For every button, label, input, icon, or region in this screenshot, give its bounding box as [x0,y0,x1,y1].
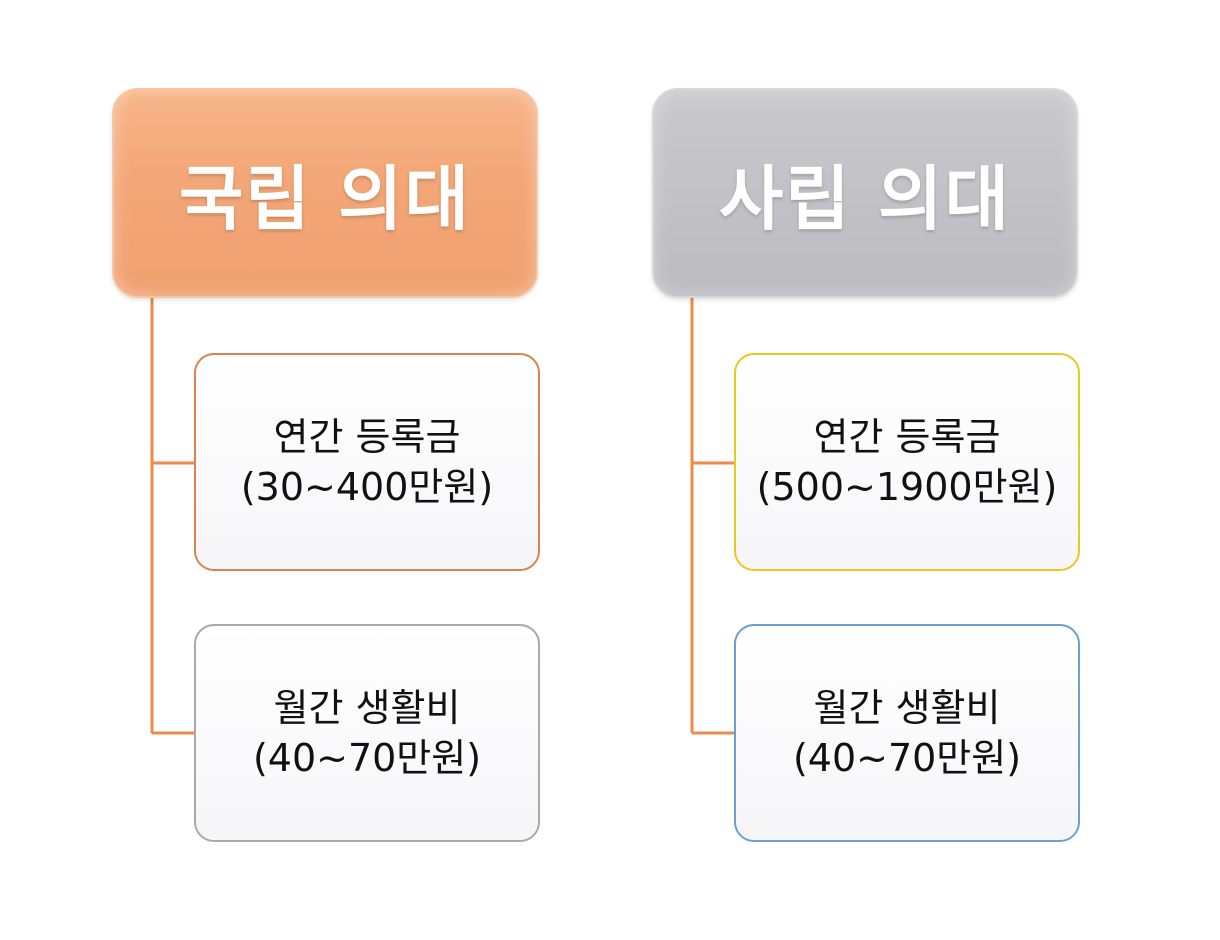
private-living-label: 월간 생활비 [813,686,1001,730]
private-tuition-box: 연간 등록금 (500~1900만원) [734,353,1080,571]
private-connector [690,298,734,735]
private-tuition-range: (500~1900만원) [756,465,1058,509]
private-living-box: 월간 생활비 (40~70만원) [734,624,1080,842]
national-header-box: 국립 의대 [112,88,538,298]
national-title: 국립 의대 [179,157,471,240]
national-living-box: 월간 생활비 (40~70만원) [194,624,540,842]
national-tuition-box: 연간 등록금 (30~400만원) [194,353,540,571]
national-living-range: (40~70만원) [252,736,482,780]
national-tuition-range: (30~400만원) [240,465,494,509]
national-connector [150,298,194,735]
private-tuition-label: 연간 등록금 [813,415,1001,459]
private-header-box: 사립 의대 [652,88,1078,298]
national-living-label: 월간 생활비 [273,686,461,730]
private-living-range: (40~70만원) [792,736,1022,780]
private-title: 사립 의대 [719,157,1011,240]
national-tuition-label: 연간 등록금 [273,415,461,459]
